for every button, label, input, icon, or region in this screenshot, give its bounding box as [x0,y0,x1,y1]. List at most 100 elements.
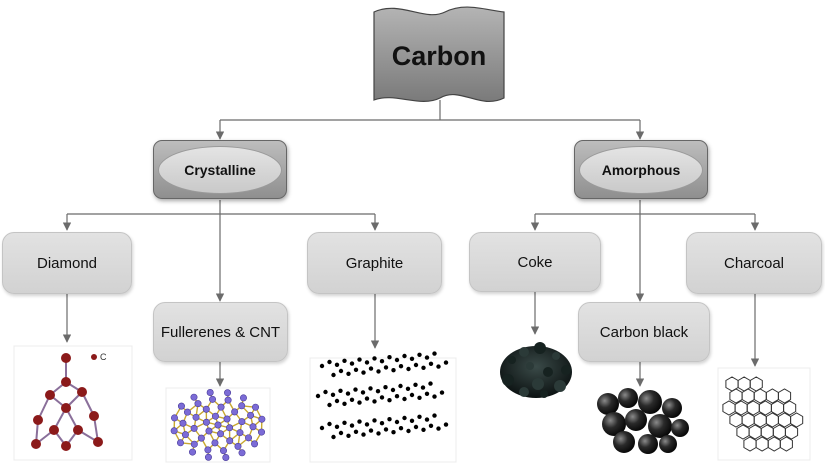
graphite-atom [372,399,377,404]
fullerene-atom [202,405,210,413]
graphite-atom [342,420,347,425]
fullerene-atom [223,415,231,423]
fullerene-atom [190,440,198,448]
graphite-atom [432,394,437,399]
fullerene-atom [209,395,217,403]
fullerene-atom [177,402,185,410]
carbon-black-particle [662,398,682,418]
charcoal-structure-image [717,367,811,461]
graphite-atom [402,353,407,359]
coke-lump [519,347,529,357]
form-node-graphite: Graphite [307,232,442,294]
graphite-sheet [315,381,445,408]
graphite-atom [387,398,392,403]
fullerene-atom [181,431,189,439]
graphite-atom [398,383,403,389]
graphite-atom [420,385,426,390]
coke-lump [561,365,571,375]
graphite-atom [368,386,373,391]
graphite-atom [387,417,392,422]
fullerene-atom [238,418,246,426]
graphite-atom [424,355,430,360]
connector-root-hbar [220,100,640,121]
graphite-atom [417,395,422,400]
fullerene-atom [252,403,260,411]
graphite-atom [398,364,404,369]
graphite-atom [432,413,437,418]
graphite-atom [383,385,388,390]
graphite-atom [406,366,411,372]
form-label-diamond: Diamond [36,254,98,272]
graphite-atom [376,431,381,436]
graphite-atom [331,434,336,440]
fullerene-atom [219,447,227,455]
diamond-atom-legend: C [91,352,107,362]
charcoal-hexagon [790,412,804,428]
fullerene-atom [258,415,266,423]
lattice-atom [73,425,83,435]
graphite-atom [342,401,347,406]
coke-lump [540,390,548,398]
fullerene-atom [204,446,212,454]
fullerene-atom [197,434,205,442]
graphite-atom [319,363,325,369]
graphite-atom [413,424,419,430]
graphite-atom [394,419,400,425]
carbon-black-particle [625,409,647,431]
fullerene-atom [194,400,202,408]
fullerene-atom [239,394,247,402]
lattice-atom [49,425,59,435]
graphite-sheet [319,413,449,440]
fullerene-atom [217,430,225,438]
graphite-atom [372,356,377,361]
graphite-atom [338,368,344,374]
fullerene-atom [214,421,222,429]
graphite-atom [349,397,355,402]
graphite-atom [364,422,370,427]
graphite-atom [315,393,321,399]
graphite-atom [443,360,449,365]
graphite-atom [424,391,430,396]
carbon-black-particle [638,434,658,454]
connectors [62,100,760,387]
coke-lump [552,352,560,360]
graphite-atom [409,356,415,361]
category-ellipse: Crystalline [158,145,282,194]
carbon-black-particle [648,414,672,438]
graphite-atom [361,370,366,375]
fullerene-atom [190,424,198,432]
graphite-atom [432,351,437,356]
graphite-atom [372,418,377,423]
graphite-atom [353,429,359,434]
graphite-atom [334,362,340,367]
fullerene-atom [170,414,178,422]
fullerene-atom [236,429,244,437]
graphite-atom [338,430,344,436]
fullerene-atom [206,389,214,397]
graphite-atom [338,388,343,393]
carbon-black-particle [618,388,638,408]
graphite-atom [391,368,396,373]
graphite-atom [409,418,415,423]
coke-image [490,336,580,404]
fullerene-atom [251,440,259,448]
coke-lump [508,356,516,364]
coke-lump [502,374,514,386]
graphite-atom [439,390,445,395]
graphite-atom [353,367,359,372]
graphite-atom [387,355,392,360]
graphite-atom [357,419,362,424]
graphite-atom [428,423,434,428]
fullerene-atom [211,439,219,447]
fullerene-atom [222,453,230,461]
lattice-atom [61,441,71,451]
category-node-amorphous: Amorphous [574,140,708,199]
root-label: Carbon [391,40,487,71]
carbon-black-particle [671,419,689,437]
form-node-diamond: Diamond [2,232,132,294]
graphite-atom [327,402,332,408]
graphite-atom [421,365,426,370]
fullerene-atom [247,411,255,419]
graphite-atom [334,398,340,404]
